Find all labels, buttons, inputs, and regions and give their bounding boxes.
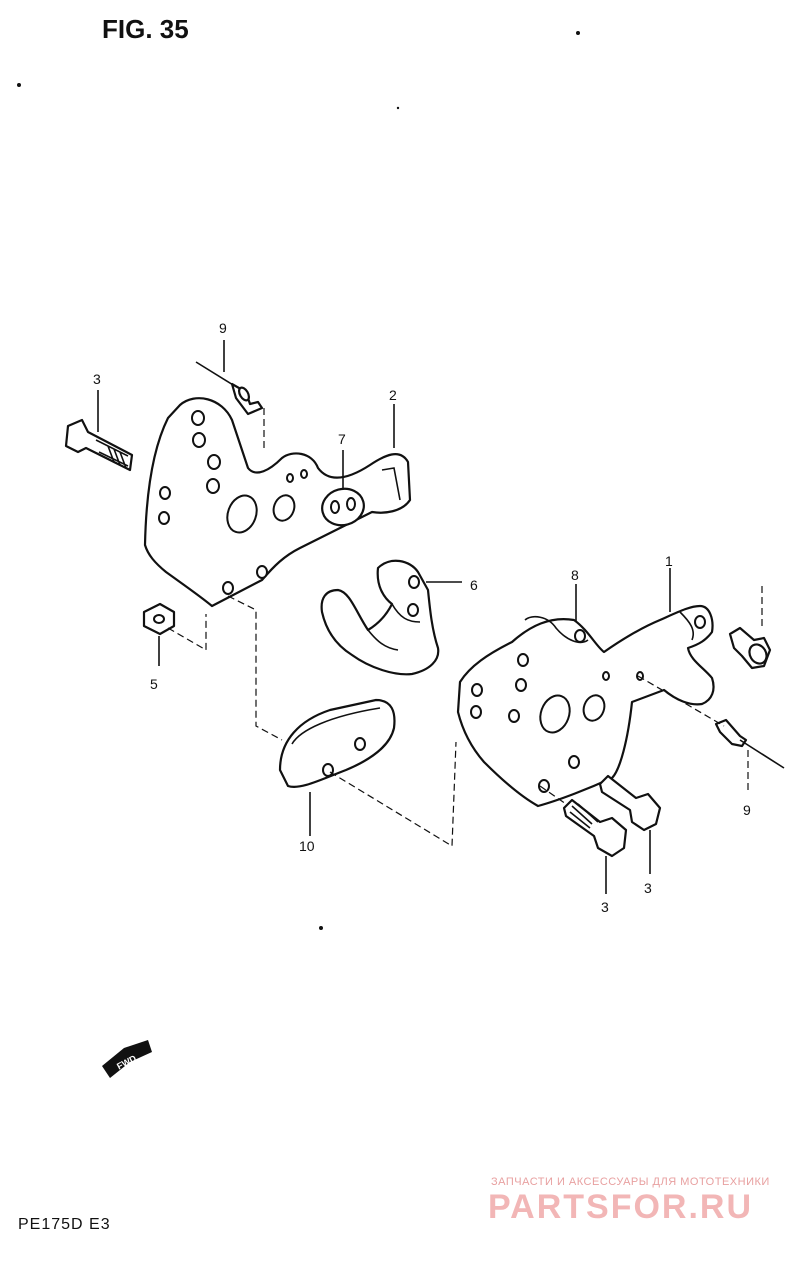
callout-7: 7 [338, 431, 346, 447]
forward-direction-arrow: FWD [102, 1040, 152, 1078]
rubber-grommet-7 [321, 487, 365, 527]
callout-5: 5 [150, 676, 158, 692]
scan-speck [17, 83, 21, 87]
right-chain-guide-plate [456, 604, 715, 808]
rivet-9-bottom [714, 718, 785, 769]
left-chain-guide-plate [143, 397, 412, 608]
bolt-3-lower-rear [598, 774, 662, 832]
bolt-3-lower-front [562, 798, 628, 858]
callout-8: 8 [571, 567, 579, 583]
scan-speck [576, 31, 580, 35]
assembly-dashed-lines [167, 408, 763, 848]
model-code: PE175D E3 [18, 1216, 111, 1233]
bolt-3-right-flanged [728, 626, 772, 670]
mount-tab-8 [574, 629, 586, 643]
scan-speck [319, 926, 323, 930]
callout-9-bottom: 9 [743, 802, 751, 818]
rivet-9-top [195, 361, 264, 416]
nut-5 [142, 602, 176, 636]
callout-3-left: 3 [93, 371, 101, 387]
callout-3-right: 3 [644, 880, 652, 896]
bolt-3-left [64, 418, 134, 472]
callout-3-bottom: 3 [601, 899, 609, 915]
spacer-bracket-6 [320, 559, 440, 676]
watermark-brand: PARTSFOR.RU [488, 1188, 754, 1226]
callout-6: 6 [470, 577, 478, 593]
watermark-tagline: ЗАПЧАСТИ И АКСЕССУАРЫ ДЛЯ МОТОТЕХНИКИ [491, 1176, 770, 1188]
leader-lines [97, 340, 671, 894]
callout-2: 2 [389, 387, 397, 403]
slider-pad-10 [278, 698, 396, 788]
callout-10: 10 [299, 838, 315, 854]
callout-9-top: 9 [219, 320, 227, 336]
figure-title: FIG. 35 [102, 14, 189, 44]
callout-1: 1 [665, 553, 673, 569]
scan-speck [396, 106, 400, 110]
